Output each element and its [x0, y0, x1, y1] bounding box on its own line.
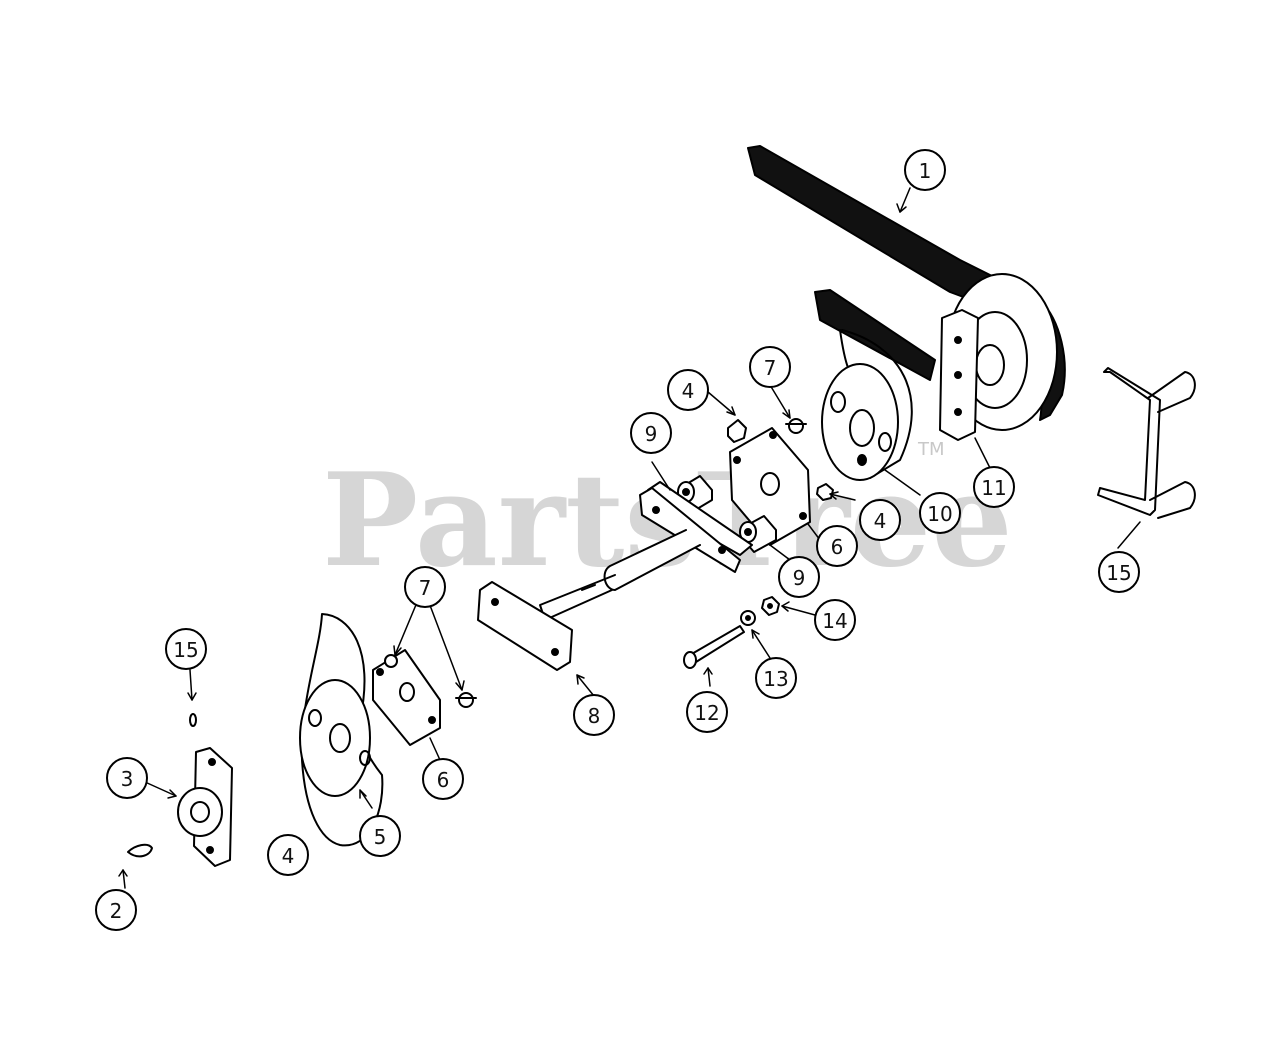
nut-part — [761, 596, 780, 616]
callout-label-15a: 15 — [173, 638, 198, 662]
callout-circle-6a — [422, 758, 464, 800]
callout-circle-9b — [778, 556, 820, 598]
callout-circle-6b — [816, 525, 858, 567]
callout-label-15b: 15 — [1106, 561, 1131, 585]
callout-circle-9a — [630, 412, 672, 454]
callout-label-8: 8 — [588, 704, 601, 728]
callout-circle-1 — [904, 149, 946, 191]
callout-circle-4c — [859, 499, 901, 541]
callout-circle-10 — [919, 492, 961, 534]
callout-label-9b: 9 — [793, 566, 806, 590]
pulley-large-part — [939, 273, 1058, 441]
washer-left-part — [384, 654, 398, 668]
callout-circle-4a — [267, 834, 309, 876]
callout-label-2: 2 — [110, 899, 123, 923]
callout-label-1: 1 — [919, 159, 932, 183]
bearing-housing-part — [177, 747, 233, 867]
callout-label-12: 12 — [694, 701, 719, 725]
shaft-assembly-part — [477, 481, 753, 671]
callout-label-9a: 9 — [645, 422, 658, 446]
callout-label-6b: 6 — [831, 535, 844, 559]
callout-label-7a: 7 — [419, 576, 432, 600]
callout-label-3: 3 — [121, 767, 134, 791]
key-part — [127, 843, 153, 858]
callout-circle-4b — [667, 369, 709, 411]
callout-circle-11 — [973, 466, 1015, 508]
leader-lines — [118, 187, 1141, 889]
callout-circle-13 — [755, 657, 797, 699]
bearing-plate-right-part — [729, 427, 811, 546]
callout-circle-15b — [1098, 551, 1140, 593]
callout-circle-2 — [95, 889, 137, 931]
callout-circle-3 — [106, 757, 148, 799]
callout-label-14: 14 — [822, 609, 847, 633]
nut-right-part — [816, 483, 834, 501]
washer-lower-left-part — [455, 692, 477, 708]
callout-circle-7b — [749, 346, 791, 388]
callout-circle-7a — [404, 566, 446, 608]
callout-circle-8 — [573, 694, 615, 736]
callout-label-4a: 4 — [282, 844, 295, 868]
callout-label-10: 10 — [927, 502, 952, 526]
clip-left-part — [189, 713, 197, 727]
callout-circle-15a — [165, 628, 207, 670]
bolt-part — [683, 625, 745, 669]
callout-circle-12 — [686, 691, 728, 733]
callout-label-5: 5 — [374, 825, 387, 849]
callout-circle-5 — [359, 815, 401, 857]
callout-circle-14 — [814, 599, 856, 641]
bearing-plate-left-part — [372, 649, 441, 746]
callout-label-13: 13 — [763, 667, 788, 691]
callout-label-6a: 6 — [437, 768, 450, 792]
nut-upper-part — [727, 419, 747, 443]
callout-label-4b: 4 — [682, 379, 695, 403]
watermark-trademark: TM — [917, 439, 945, 460]
wire-bracket-right-part — [1097, 367, 1196, 519]
pulley-part — [821, 329, 913, 481]
washer-part — [740, 610, 756, 626]
callout-label-4c: 4 — [874, 509, 887, 533]
callout-label-11: 11 — [981, 476, 1006, 500]
fan-impeller-part — [299, 613, 384, 847]
callout-label-7b: 7 — [764, 356, 777, 380]
washer-upper-part — [785, 418, 807, 434]
